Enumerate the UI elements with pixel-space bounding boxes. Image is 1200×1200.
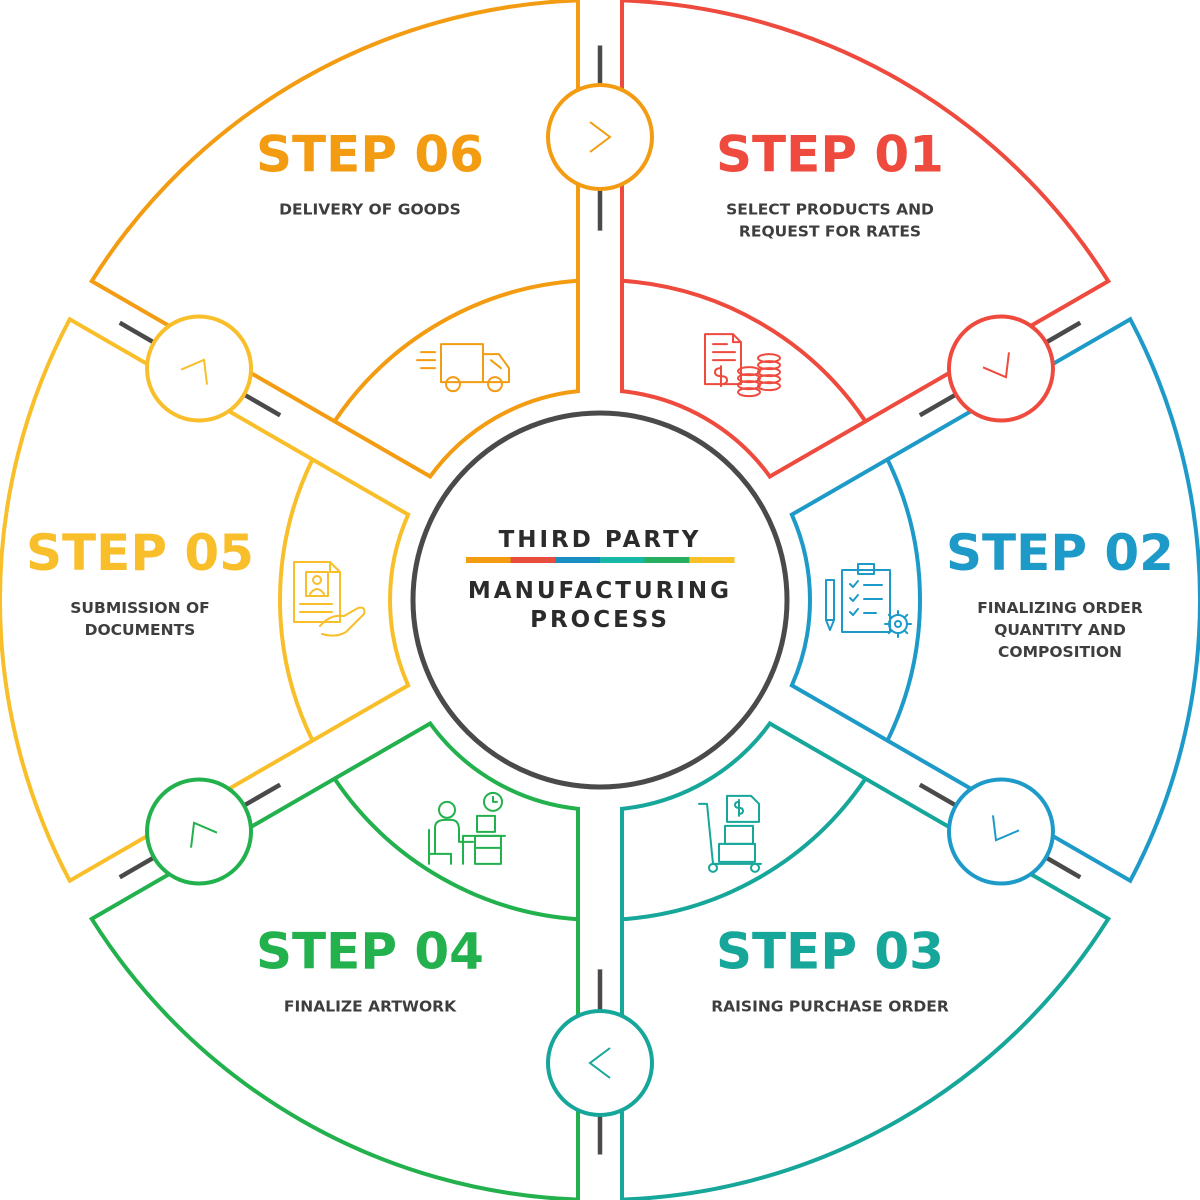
stripe-segment (510, 557, 556, 563)
step-6-desc: DELIVERY OF GOODS (279, 201, 461, 219)
step-3-desc: RAISING PURCHASE ORDER (711, 997, 949, 1015)
step-5-inner-arc (278, 458, 315, 742)
step-6-segment (88, 0, 580, 480)
step-4-title: STEP 04 (256, 922, 484, 980)
stripe-segment (600, 557, 646, 563)
step-5-desc: SUBMISSION OF (70, 599, 209, 617)
step-2-segment (789, 316, 1200, 884)
step-icons (293, 333, 912, 873)
clipboard-gear-icon (825, 563, 912, 638)
desk-worker-icon (428, 791, 506, 865)
center-circle (410, 410, 790, 790)
chevron-right-icon (180, 358, 209, 385)
step-5-segment (0, 316, 411, 884)
step-2-inner-arc (885, 458, 922, 742)
center-hub: THIRD PARTY MANUFACTURING PROCESS (410, 410, 790, 790)
step-6-inner-arc (332, 278, 579, 423)
stripe-segment (644, 557, 690, 563)
step-4-desc: FINALIZE ARTWORK (284, 997, 457, 1015)
connector-circle-5 (145, 314, 254, 423)
step-3-inner-arc (621, 777, 868, 922)
step-5-title: STEP 05 (26, 524, 254, 582)
step-1-inner-arc (621, 278, 868, 423)
delivery-truck-icon (416, 343, 510, 393)
step-2-desc: FINALIZING ORDER (977, 599, 1143, 617)
step-3-title: STEP 03 (716, 922, 944, 980)
center-color-stripe (466, 557, 735, 563)
connector-circle-4 (145, 777, 254, 886)
stripe-segment (555, 557, 601, 563)
center-title-line1: THIRD PARTY (499, 527, 702, 553)
step-labels: STEP 01 SELECT PRODUCTS AND REQUEST FOR RA… (26, 126, 1174, 1016)
center-title-line2: MANUFACTURING (468, 578, 732, 604)
stripe-segment (689, 557, 735, 563)
step-3-segment (620, 720, 1112, 1200)
connector-circle-3 (546, 1009, 654, 1117)
step-1-segment (620, 0, 1112, 480)
step-2-desc: COMPOSITION (998, 643, 1122, 661)
step-connectors (118, 45, 1082, 1155)
step-1-title: STEP 01 (716, 126, 944, 184)
document-hand-icon (293, 561, 366, 637)
step-6-title: STEP 06 (256, 126, 484, 184)
chevron-right-icon (589, 121, 612, 153)
step-5-desc: DOCUMENTS (85, 621, 196, 639)
chevron-right-icon (588, 1047, 611, 1079)
hand-truck-invoice-icon (698, 794, 762, 873)
connector-circle-2 (946, 777, 1055, 886)
connector-circle-6 (546, 83, 654, 191)
chevron-right-icon (991, 815, 1020, 842)
invoice-coins-icon (704, 333, 781, 398)
step-1-desc: REQUEST FOR RATES (739, 223, 921, 241)
step-1-desc: SELECT PRODUCTS AND (726, 201, 934, 219)
chevron-right-icon (190, 821, 218, 848)
connector-circle-1 (946, 314, 1055, 423)
step-2-title: STEP 02 (946, 524, 1174, 582)
stripe-segment (466, 557, 512, 563)
center-title-line3: PROCESS (530, 607, 670, 633)
chevron-right-icon (982, 352, 1010, 379)
step-4-segment (88, 720, 580, 1200)
step-2-desc: QUANTITY AND (994, 621, 1126, 639)
step-4-inner-arc (332, 777, 579, 922)
